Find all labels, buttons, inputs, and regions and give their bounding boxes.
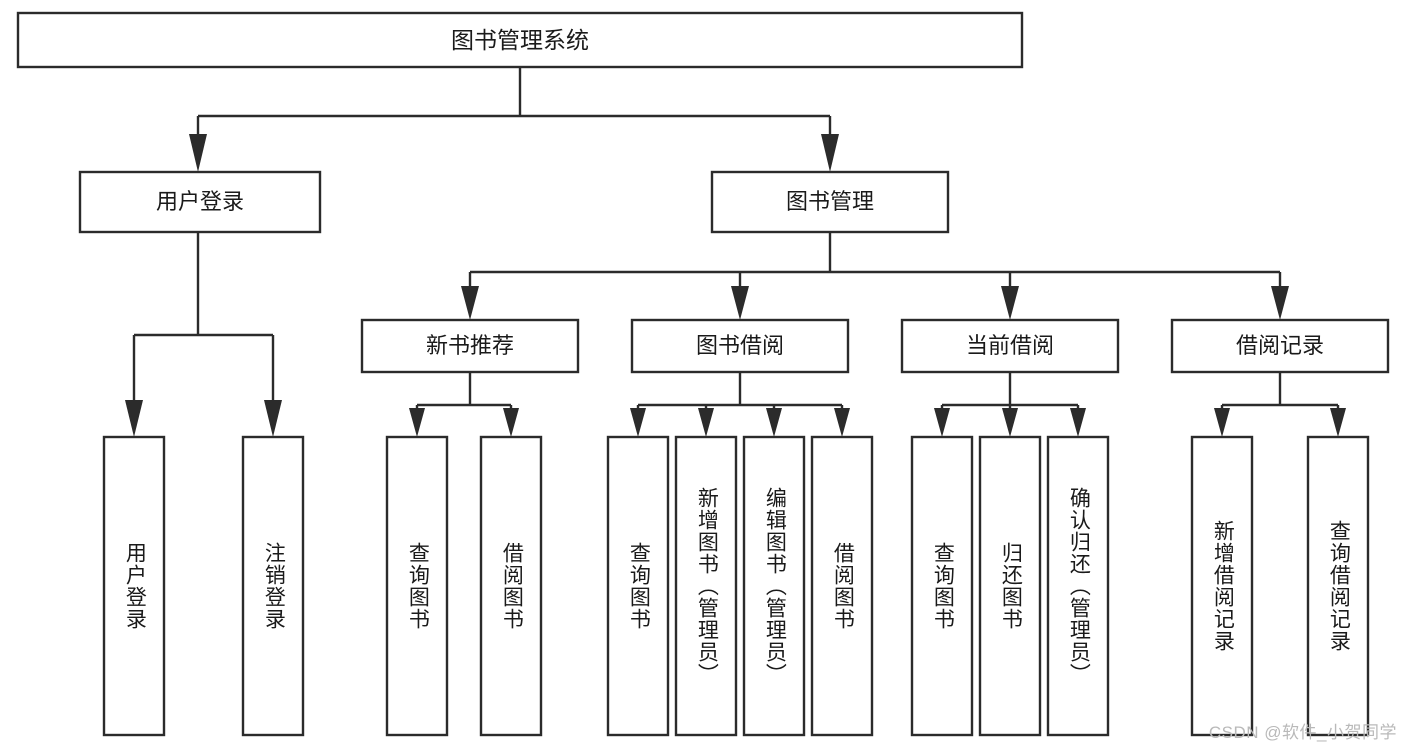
- leaf-box-return-book[interactable]: [978, 435, 1042, 737]
- arrowhead-book-manage: [821, 134, 839, 172]
- leaf-box-confirm-return[interactable]: [1046, 435, 1110, 737]
- arrowhead-leaf-user-login: [125, 400, 143, 437]
- node-current-borrow-label: 当前借阅: [966, 333, 1054, 358]
- leaf-box-query-book-recommend[interactable]: [385, 435, 449, 737]
- arrowhead-current-borrow: [1001, 286, 1019, 320]
- node-layer: 图书管理系统 用户登录 图书管理 新书推荐 图书借阅 当前: [16, 11, 1390, 737]
- arrowhead-leaf-add-record: [1214, 408, 1230, 437]
- arrowhead-leaf-query-record: [1330, 408, 1346, 437]
- csdn-watermark: CSDN @软件_小贺同学: [1208, 723, 1397, 742]
- arrowhead-leaf-logout: [264, 400, 282, 437]
- arrowhead-borrow-record: [1271, 286, 1289, 320]
- arrowhead-leaf-borrow-book-1: [503, 408, 519, 437]
- arrowhead-new-book-recommend: [461, 286, 479, 320]
- leaf-box-add-borrow-record[interactable]: [1190, 435, 1254, 737]
- arrowhead-leaf-query-book-1: [409, 408, 425, 437]
- node-book-borrow-label: 图书借阅: [696, 333, 784, 358]
- leaf-box-add-book[interactable]: [674, 435, 738, 737]
- node-user-login-label: 用户登录: [156, 189, 244, 214]
- leaf-box-query-book-borrow[interactable]: [606, 435, 670, 737]
- leaf-box-query-borrow-record[interactable]: [1306, 435, 1370, 737]
- node-borrow-record-label: 借阅记录: [1236, 333, 1324, 358]
- leaf-box-query-book-current[interactable]: [910, 435, 974, 737]
- node-new-book-recommend-label: 新书推荐: [426, 333, 514, 358]
- arrowhead-leaf-add-book: [698, 408, 714, 437]
- node-book-management[interactable]: 图书管理: [710, 170, 950, 234]
- arrowhead-leaf-query-book-2: [630, 408, 646, 437]
- arrowhead-leaf-return-book: [1002, 408, 1018, 437]
- leaf-box-borrow-book[interactable]: [810, 435, 874, 737]
- node-new-book-recommend[interactable]: 新书推荐: [360, 318, 580, 374]
- arrowhead-user-login: [189, 134, 207, 172]
- arrowhead-book-borrow: [731, 286, 749, 320]
- node-user-login[interactable]: 用户登录: [78, 170, 322, 234]
- leaf-box-user-login[interactable]: [102, 435, 166, 737]
- node-current-borrow[interactable]: 当前借阅: [900, 318, 1120, 374]
- node-borrow-record[interactable]: 借阅记录: [1170, 318, 1390, 374]
- node-root-system-label: 图书管理系统: [451, 27, 589, 53]
- arrowhead-leaf-confirm-return: [1070, 408, 1086, 437]
- connector-layer: [125, 67, 1346, 437]
- node-book-borrow[interactable]: 图书借阅: [630, 318, 850, 374]
- arrowhead-leaf-query-book-3: [934, 408, 950, 437]
- leaf-box-borrow-book-recommend[interactable]: [479, 435, 543, 737]
- leaf-box-logout[interactable]: [241, 435, 305, 737]
- arrowhead-leaf-edit-book: [766, 408, 782, 437]
- arrowhead-leaf-borrow-book-2: [834, 408, 850, 437]
- node-book-management-label: 图书管理: [786, 189, 874, 214]
- leaf-box-edit-book[interactable]: [742, 435, 806, 737]
- node-root-system[interactable]: 图书管理系统: [16, 11, 1024, 69]
